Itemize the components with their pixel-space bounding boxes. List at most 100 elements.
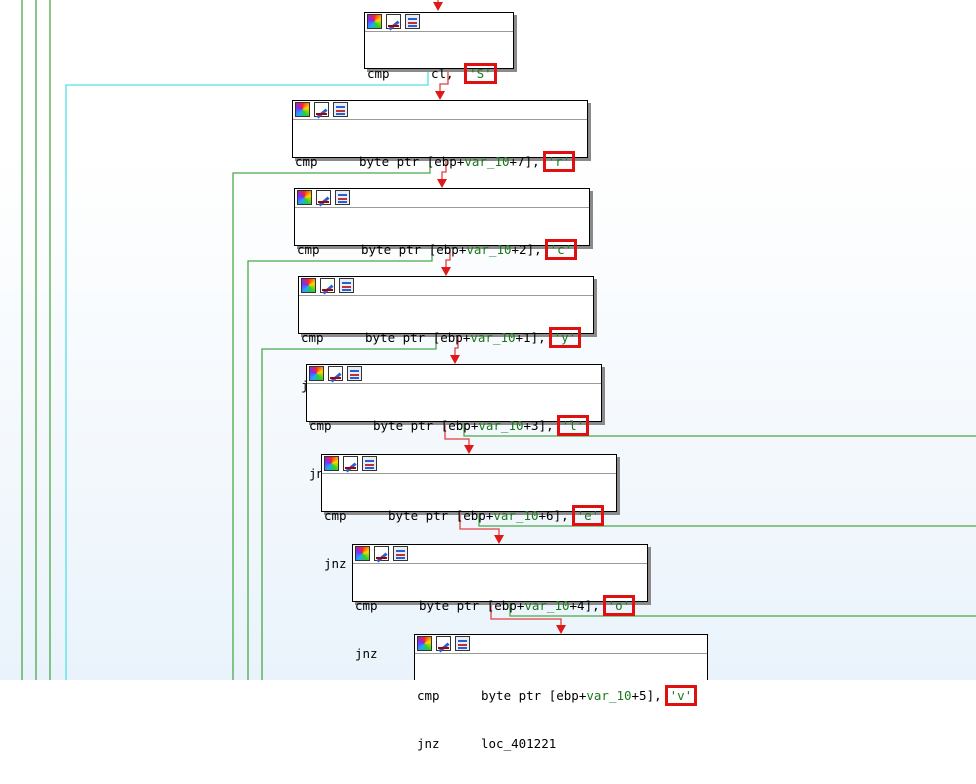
color-palette-icon[interactable] [301,278,316,293]
stack-variable[interactable]: var_10 [478,418,524,433]
asm-line[interactable]: cmp byte ptr [ebp+var_10+4],'o' [355,595,645,616]
color-palette-icon[interactable] [295,102,310,117]
rename-pencil-icon[interactable] [343,456,358,471]
char-constant-highlight[interactable]: 'y' [548,327,582,348]
stack-variable[interactable]: var_10 [586,688,632,703]
mnemonic: cmp [355,598,378,613]
edge-true-6 [509,602,976,617]
operand: +5], [631,688,662,703]
operand: +6], [538,508,569,523]
rename-pencil-icon[interactable] [316,190,331,205]
operand: +7], [509,154,540,169]
edge-true-5 [478,512,976,527]
color-palette-icon[interactable] [324,456,339,471]
graph-view-icon[interactable] [393,546,408,561]
edge-true-2 [247,246,433,680]
edge-false-1 [439,68,449,95]
char-constant-highlight[interactable]: 'l' [556,415,590,436]
color-palette-icon[interactable] [367,14,382,29]
operand: +1], [515,330,546,345]
asm-line[interactable]: cmp byte ptr [ebp+var_10+7],'r' [295,151,585,172]
color-palette-icon[interactable] [297,190,312,205]
arrow-head [437,179,447,188]
block-header [295,189,589,208]
asm-line[interactable]: cmp cl, 'S' [367,63,511,84]
graph-view-icon[interactable] [362,456,377,471]
arrow-head [441,267,451,276]
mnemonic: cmp [301,330,324,345]
rename-pencil-icon[interactable] [320,278,335,293]
block-header [322,455,616,474]
graph-view-icon[interactable] [405,14,420,29]
rename-pencil-icon[interactable] [328,366,343,381]
graph-view-icon[interactable] [339,278,354,293]
jump-target[interactable]: loc_401221 [481,736,557,751]
mnemonic: jnz [324,556,347,571]
mnemonic: cmp [295,154,318,169]
edge-false-7 [490,602,562,629]
edge-true-4 [463,422,976,437]
stack-variable[interactable]: var_10 [524,598,570,613]
block-header [353,545,647,564]
char-constant-highlight[interactable]: 'r' [542,151,576,172]
arrow-head [435,91,445,100]
mnemonic: cmp [324,508,347,523]
char-constant-highlight[interactable]: 'v' [664,685,698,706]
edge-false-2 [441,158,447,183]
rename-pencil-icon[interactable] [386,14,401,29]
block-header [365,13,513,32]
char-constant-highlight[interactable]: 'e' [571,505,605,526]
operand: cl, [431,66,462,81]
arrow-head [556,625,566,634]
mnemonic: jnz [355,646,378,661]
block-header [415,635,707,654]
stack-variable[interactable]: var_10 [464,154,510,169]
operand: +4], [569,598,600,613]
mnemonic: cmp [417,688,440,703]
graph-view-icon[interactable] [335,190,350,205]
stack-variable[interactable]: var_10 [466,242,512,257]
edge-true-3 [261,334,437,680]
char-constant-highlight[interactable]: 'c' [544,239,578,260]
rename-pencil-icon[interactable] [314,102,329,117]
mnemonic: cmp [367,66,390,81]
char-constant-highlight[interactable]: 'o' [602,595,636,616]
rename-pencil-icon[interactable] [374,546,389,561]
mnemonic: cmp [309,418,332,433]
graph-view-icon[interactable] [455,636,470,651]
asm-line[interactable]: cmp byte ptr [ebp+var_10+6],'e' [324,505,614,526]
color-palette-icon[interactable] [355,546,370,561]
color-palette-icon[interactable] [417,636,432,651]
arrow-head [433,2,443,11]
edge-false-3 [445,246,451,271]
color-palette-icon[interactable] [309,366,324,381]
rename-pencil-icon[interactable] [436,636,451,651]
operand: +3], [523,418,554,433]
graph-edges [21,0,976,680]
arrow-head [450,355,460,364]
graph-view-icon[interactable] [333,102,348,117]
operand: byte ptr [ebp+ [388,508,494,523]
operand: byte ptr [ebp+ [419,598,525,613]
stack-variable[interactable]: var_10 [493,508,539,523]
operand: +2], [511,242,542,257]
graph-view-icon[interactable] [347,366,362,381]
arrow-head [464,445,474,454]
stack-variable[interactable]: var_10 [470,330,516,345]
operand: byte ptr [ebp+ [359,154,465,169]
char-constant-highlight[interactable]: 'S' [464,63,497,84]
block-header [293,101,587,120]
